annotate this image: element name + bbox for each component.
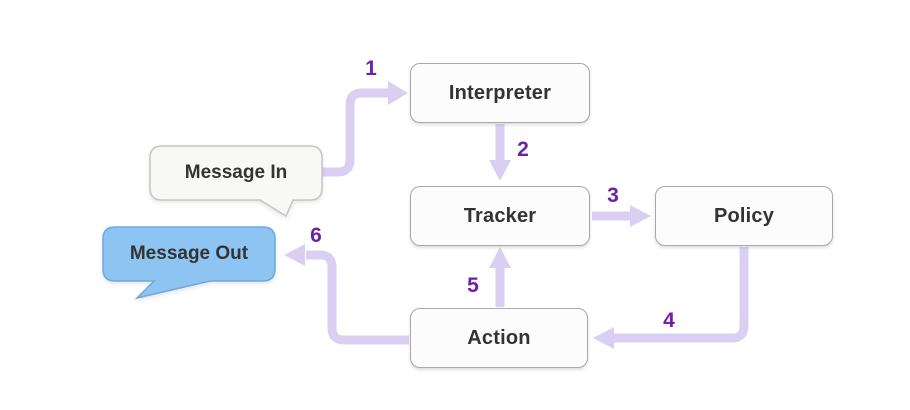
arrow-5-head-icon — [489, 247, 511, 268]
arrow-6-head-icon — [284, 244, 305, 266]
arrow-3-head-icon — [630, 205, 651, 227]
arrow-5 — [489, 247, 511, 307]
step-number-5: 5 — [467, 274, 479, 297]
message-out-bubble — [102, 226, 276, 300]
arrow-4-head-icon — [593, 327, 614, 349]
node-action: Action — [410, 308, 588, 368]
arrow-3 — [592, 205, 651, 227]
node-policy-label: Policy — [713, 204, 775, 227]
node-policy: Policy — [655, 186, 833, 246]
arrow-6 — [284, 244, 409, 345]
step-number-6: 6 — [310, 224, 322, 247]
step-number-4: 4 — [663, 309, 675, 332]
message-in-bubble — [149, 145, 323, 218]
arrow-4 — [593, 247, 749, 349]
arrow-1 — [322, 81, 408, 177]
arrow-4-line — [614, 247, 749, 343]
arrow-1-line — [322, 88, 389, 177]
arrow-1-head-icon — [388, 81, 408, 105]
node-tracker-label: Tracker — [463, 204, 537, 227]
arrow-2 — [489, 124, 511, 181]
node-interpreter: Interpreter — [410, 63, 590, 123]
node-interpreter-label: Interpreter — [448, 81, 552, 104]
node-tracker: Tracker — [410, 186, 590, 246]
arrow-6-line — [306, 250, 409, 345]
step-number-3: 3 — [607, 184, 619, 207]
arrow-2-head-icon — [489, 160, 511, 181]
step-number-1: 1 — [365, 57, 377, 80]
node-action-label: Action — [467, 326, 531, 349]
step-number-2: 2 — [517, 138, 529, 161]
